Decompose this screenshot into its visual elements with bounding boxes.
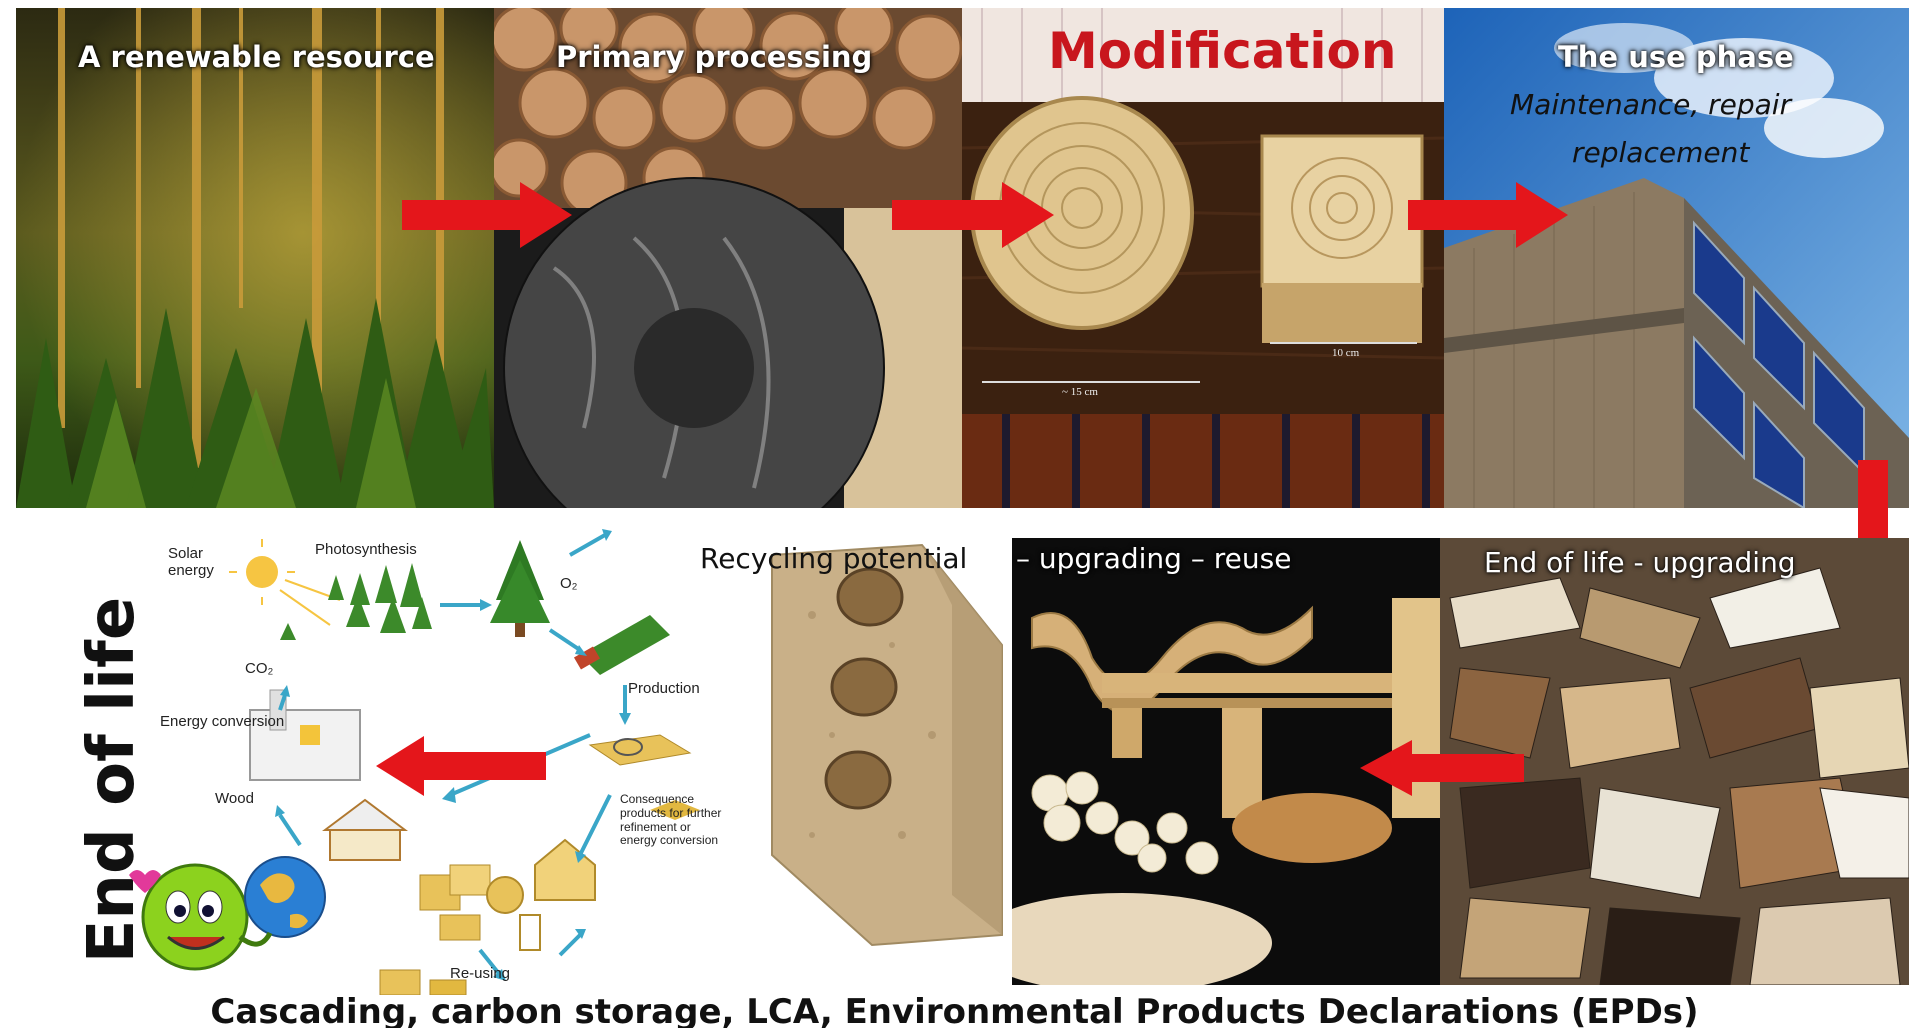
cycle-diagram-graphic — [229, 529, 700, 995]
footer-caption: Cascading, carbon storage, LCA, Environm… — [210, 992, 1699, 1028]
label-co2: CO₂ — [245, 660, 274, 677]
use-phase-subtitle-2: replacement — [1572, 136, 1750, 169]
modification-panel: Modification ~ 15 cm 10 cm — [962, 8, 1444, 508]
scale-label-right: 10 cm — [1332, 347, 1360, 359]
arrow-to-use-phase — [1408, 182, 1568, 248]
chipboard-panel — [752, 535, 1012, 955]
smiling-mascot — [129, 856, 326, 971]
panel-title-modification: Modification — [1048, 22, 1397, 80]
use-phase-panel: The use phase Maintenance, repair replac… — [1444, 8, 1909, 508]
panel-title-primary-processing: Primary processing — [556, 40, 873, 74]
chipboard-image — [771, 543, 1003, 947]
label-production: Production — [628, 680, 700, 697]
upgrading-reuse-panel: – upgrading – reuse — [1012, 538, 1440, 985]
label-photosynthesis: Photosynthesis — [315, 541, 417, 558]
primary-processing-panel: Primary processing — [494, 8, 962, 508]
label-energy-conversion: Energy conversion — [160, 713, 285, 730]
arrow-to-modification — [892, 182, 1054, 248]
panel-title-recycling-potential: Recycling potential — [700, 542, 968, 575]
panel-title-upgrading-reuse: – upgrading – reuse — [1016, 542, 1292, 575]
label-wood: Wood — [215, 790, 254, 807]
wood-life-cycle-diagram: Solar energy Photosynthesis O₂ CO₂ Energ… — [150, 525, 750, 995]
forest-panel: A renewable resource — [16, 8, 494, 508]
panel-title-end-of-life-upgrading: End of life - upgrading — [1484, 546, 1796, 579]
timber-building-image — [1444, 8, 1909, 508]
scale-label-left: ~ 15 cm — [1062, 386, 1098, 398]
panel-title-renewable-resource: A renewable resource — [78, 40, 435, 74]
label-re-using: Re-using — [450, 965, 511, 982]
panel-title-use-phase: The use phase — [1558, 40, 1794, 74]
arrow-to-upgrading-reuse — [1360, 740, 1524, 796]
arrow-to-energy-conversion — [376, 736, 546, 796]
forest-image — [16, 8, 494, 508]
label-solar-energy: Solar energy — [168, 545, 214, 580]
label-o2: O₂ — [560, 575, 578, 592]
particle-products-image — [1012, 598, 1440, 985]
logs-and-saw-image — [494, 8, 962, 508]
use-phase-subtitle-1: Maintenance, repair — [1510, 88, 1792, 121]
label-consequence-products: Consequence products for further refinem… — [620, 792, 722, 848]
arrow-to-primary-processing — [402, 182, 572, 248]
wood-samples-image — [962, 8, 1444, 508]
